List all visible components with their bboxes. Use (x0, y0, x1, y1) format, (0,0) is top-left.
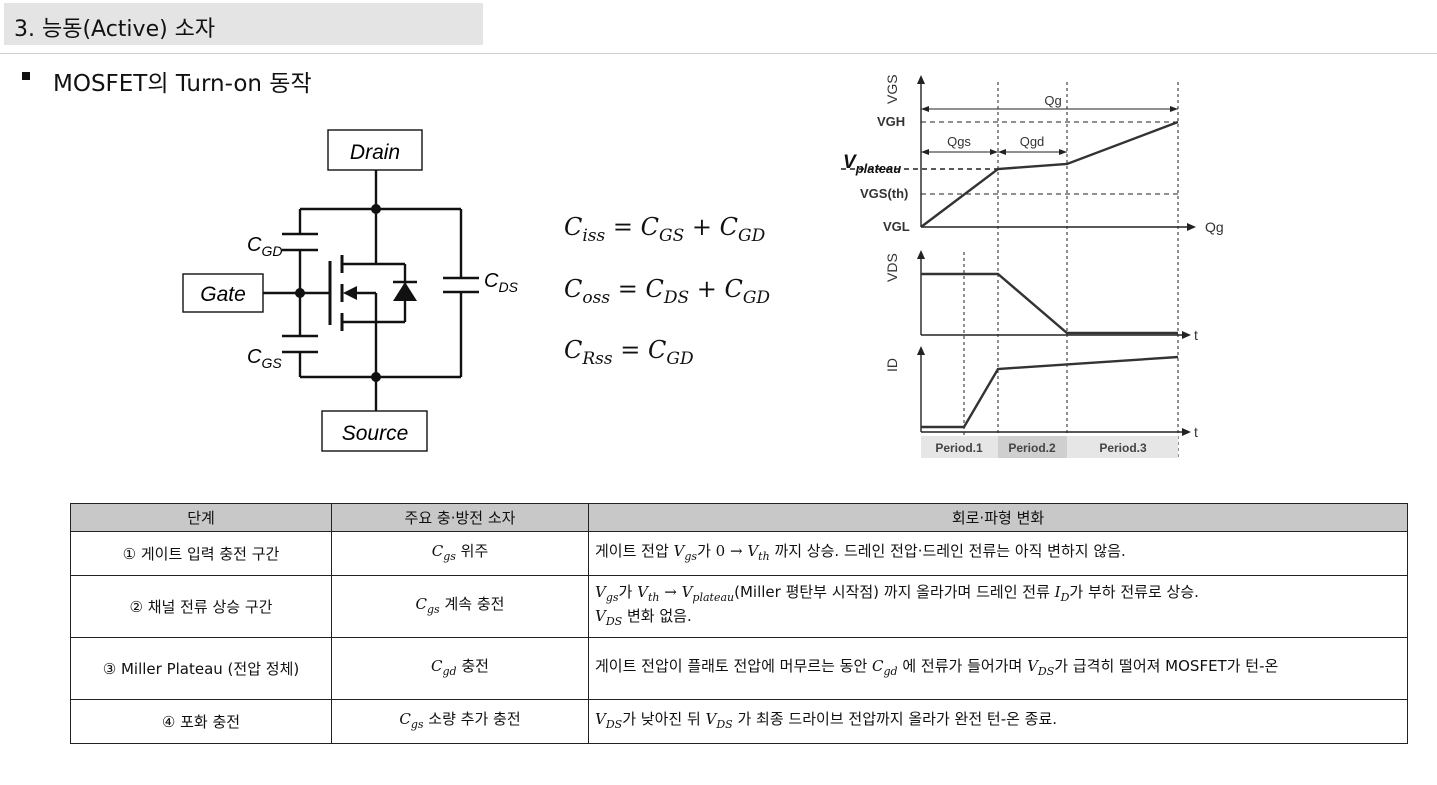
change-cell: Vgs가 Vth → Vplateau(Miller 평탄부 시작점) 까지 올… (588, 575, 1408, 638)
section-divider (0, 53, 1437, 54)
diode-icon (393, 282, 417, 301)
period1-box (921, 436, 998, 458)
cgs-label: CGS (247, 346, 282, 371)
header-change: 회로·파형 변화 (588, 503, 1408, 532)
vgh-label: VGH (877, 114, 905, 129)
mosfet-circuit-diagram: Drain Gate Source CGD CGS CDS (182, 129, 519, 452)
period2-box (998, 436, 1067, 458)
vplateau-label: Vplateau (843, 152, 901, 176)
qgs-label: Qgs (947, 134, 971, 149)
table-header-row: 단계 주요 충·방전 소자 회로·파형 변화 (70, 503, 1408, 532)
body-arrow-icon (343, 286, 357, 300)
equation-crss: CRss = CGD (564, 336, 694, 369)
gate-label: Gate (200, 283, 246, 306)
change-cell: VDS가 낮아진 뒤 VDS 가 최종 드라이브 전압까지 올라가 완전 턴-온… (588, 699, 1408, 744)
period2-label: Period.2 (1008, 441, 1056, 455)
change-cell: 게이트 전압 Vgs가 0 → Vth 까지 상승. 드레인 전압·드레인 전류… (588, 531, 1408, 576)
period3-box (1067, 436, 1178, 458)
vgl-label: VGL (883, 219, 910, 234)
section-header: 3. 능동(Active) 소자 (4, 3, 483, 45)
id-axis-label: ID (884, 358, 900, 372)
t-axis-label-id: t (1194, 424, 1198, 440)
section-title: 3. 능동(Active) 소자 (14, 17, 216, 42)
period1-label: Period.1 (935, 441, 983, 455)
stage-cell: ② 채널 전류 상승 구간 (70, 575, 332, 638)
source-box (321, 410, 428, 452)
cgd-label: CGD (247, 234, 282, 259)
bullet-square-icon (22, 72, 30, 80)
stage-cell: ③ Miller Plateau (전압 정체) (70, 637, 332, 700)
qgd-label: Qgd (1020, 134, 1045, 149)
vgsth-label: VGS(th) (860, 186, 908, 201)
vds-axis-label: VDS (884, 253, 900, 282)
bullet-heading: MOSFET의 Turn-on 동작 (53, 71, 312, 97)
vgs-axis-label: VGS (884, 74, 900, 104)
element-cell: Cgd 충전 (331, 637, 589, 700)
element-cell: Cgs 위주 (331, 531, 589, 576)
qg-axis-label: Qg (1205, 219, 1224, 235)
period3-label: Period.3 (1099, 441, 1147, 455)
stage-cell: ① 게이트 입력 충전 구간 (70, 531, 332, 576)
header-element: 주요 충·방전 소자 (331, 503, 589, 532)
equation-coss: Coss = CDS + CGD (564, 275, 771, 308)
header-stage: 단계 (70, 503, 332, 532)
element-cell: Cgs 계속 충전 (331, 575, 589, 638)
turn-on-waveform-diagram: VGS VDS ID Qg Qg Qgs Qgd VGH Vplateau VG… (841, 74, 1224, 458)
drain-label: Drain (350, 141, 400, 164)
cds-label: CDS (484, 270, 519, 295)
qg-top-label: Qg (1044, 93, 1061, 108)
stage-cell: ④ 포화 충전 (70, 699, 332, 744)
element-cell: Cgs 소량 추가 충전 (331, 699, 589, 744)
change-cell: 게이트 전압이 플래토 전압에 머무르는 동안 Cgd 에 전류가 들어가며 V… (588, 637, 1408, 700)
t-axis-label-vds: t (1194, 327, 1198, 343)
equation-ciss: Ciss = CGS + CGD (564, 213, 766, 246)
source-label: Source (342, 422, 409, 445)
